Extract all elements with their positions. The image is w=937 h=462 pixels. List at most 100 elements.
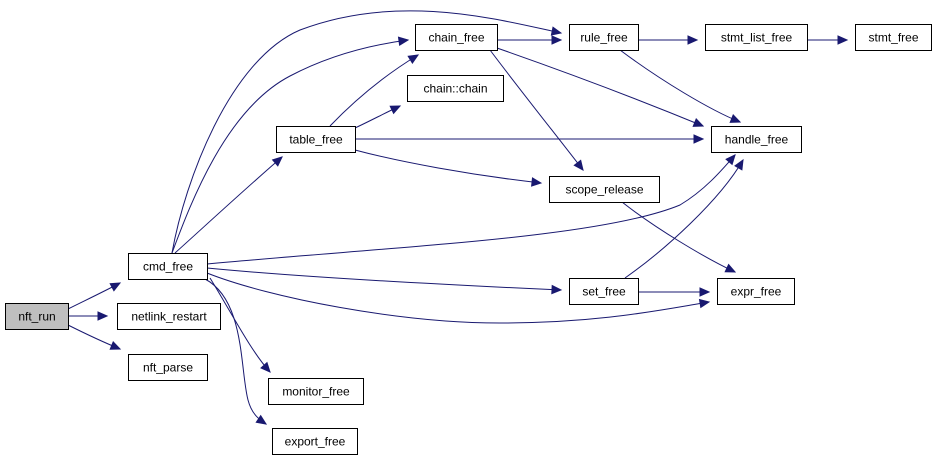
arrowhead-icon (724, 263, 737, 273)
edge-line (329, 54, 419, 127)
node-label: rule_free (580, 31, 628, 45)
edge-line (209, 277, 271, 373)
edge-chain_free-to-scope_release (489, 49, 584, 171)
node-scope-release[interactable]: scope_release (549, 176, 660, 203)
node-chain-free[interactable]: chain_free (415, 24, 498, 51)
node-nft-parse[interactable]: nft_parse (128, 354, 208, 381)
node-label: export_free (285, 435, 346, 449)
edge-line (619, 49, 741, 123)
edge-stmt_list_free-to-stmt_free (807, 35, 849, 45)
arrowhead-icon (551, 35, 563, 45)
node-export-free[interactable]: export_free (272, 428, 358, 455)
node-box[interactable] (272, 428, 358, 455)
edge-cmd_free-to-expr_free (206, 272, 711, 324)
arrowhead-icon (109, 282, 122, 292)
node-netlink-restart[interactable]: netlink_restart (117, 303, 221, 330)
node-stmt-free[interactable]: stmt_free (855, 24, 932, 51)
arrowhead-icon (531, 177, 543, 187)
node-label: cmd_free (143, 260, 193, 274)
arrowhead-icon (837, 35, 849, 45)
node-box[interactable] (128, 354, 208, 381)
edge-nft_run-to-netlink_restart (68, 311, 109, 321)
node-monitor-free[interactable]: monitor_free (268, 378, 364, 405)
edge-set_free-to-handle_free (624, 158, 744, 279)
arrowhead-icon (699, 287, 711, 297)
node-nft-run[interactable]: nft_run (5, 303, 69, 330)
edge-cmd_free-to-rule_free (171, 10, 563, 254)
edge-line (206, 272, 710, 324)
edge-rule_free-to-handle_free (619, 49, 742, 123)
edges-layer (67, 10, 849, 425)
node-box[interactable] (5, 303, 69, 330)
edge-line (171, 10, 562, 254)
node-handle-free[interactable]: handle_free (711, 126, 802, 153)
edge-cmd_free-to-table_free (174, 156, 283, 254)
node-box[interactable] (569, 278, 639, 305)
node-box[interactable] (711, 126, 802, 153)
node-expr-free[interactable]: expr_free (717, 278, 795, 305)
node-box[interactable] (407, 75, 504, 102)
nodes-layer: nft_run cmd_free netlink_restart nft_parse t… (5, 24, 932, 455)
edge-cmd_free-to-handle_free (206, 154, 736, 265)
edge-set_free-to-expr_free (638, 287, 711, 297)
edge-chain_free-to-rule_free (497, 35, 563, 45)
node-stmt-list-free[interactable]: stmt_list_free (705, 24, 808, 51)
arrowhead-icon (573, 159, 584, 171)
node-box[interactable] (117, 303, 221, 330)
edge-nft_run-to-cmd_free (67, 282, 122, 310)
node-box[interactable] (569, 24, 639, 51)
arrowhead-icon (687, 35, 699, 45)
edge-cmd_free-to-set_free (206, 267, 563, 295)
edge-line (496, 47, 704, 127)
node-box[interactable] (717, 278, 795, 305)
node-label: expr_free (731, 285, 782, 299)
node-cmd-free[interactable]: cmd_free (128, 253, 208, 280)
edge-line (621, 201, 736, 273)
node-box[interactable] (128, 253, 208, 280)
node-label: stmt_list_free (721, 31, 793, 45)
arrowhead-icon (729, 113, 742, 123)
edge-line (354, 149, 542, 184)
arrowhead-icon (734, 158, 744, 171)
arrowhead-icon (97, 311, 109, 321)
node-box[interactable] (705, 24, 808, 51)
node-label: chain_free (428, 31, 484, 45)
edge-line (206, 154, 736, 265)
node-label: nft_parse (143, 361, 193, 375)
edge-table_free-to-scope_release (354, 149, 543, 187)
node-chain-chain[interactable]: chain::chain (407, 75, 504, 102)
arrowhead-icon (397, 36, 410, 47)
node-label: stmt_free (868, 31, 918, 45)
arrowhead-icon (551, 284, 563, 295)
edge-rule_free-to-stmt_list_free (638, 35, 699, 45)
edge-line (624, 159, 744, 279)
arrowhead-icon (698, 298, 711, 309)
node-label: chain::chain (423, 82, 487, 96)
arrowhead-icon (692, 117, 705, 127)
node-box[interactable] (415, 24, 498, 51)
edge-chain_free-to-handle_free (496, 47, 705, 127)
edge-line (489, 49, 584, 171)
edge-table_free-to-chain_free (329, 54, 420, 127)
arrowhead-icon (271, 156, 283, 167)
node-set-free[interactable]: set_free (569, 278, 639, 305)
node-table-free[interactable]: table_free (276, 126, 356, 153)
edge-cmd_free-to-export_free (204, 278, 268, 425)
edge-cmd_free-to-monitor_free (209, 277, 271, 373)
arrowhead-icon (255, 414, 268, 425)
arrowhead-icon (407, 54, 420, 65)
arrowhead-icon (550, 26, 563, 36)
node-box[interactable] (549, 176, 660, 203)
node-box[interactable] (855, 24, 932, 51)
arrowhead-icon (389, 105, 402, 115)
edge-table_free-to-chain_chain (354, 105, 402, 129)
edge-line (206, 267, 562, 291)
node-box[interactable] (276, 126, 356, 153)
node-label: monitor_free (282, 385, 350, 399)
node-box[interactable] (268, 378, 364, 405)
edge-cmd_free-to-chain_free (171, 36, 410, 254)
edge-scope_release-to-expr_free (621, 201, 737, 273)
arrowhead-icon (693, 134, 705, 144)
node-rule-free[interactable]: rule_free (569, 24, 639, 51)
